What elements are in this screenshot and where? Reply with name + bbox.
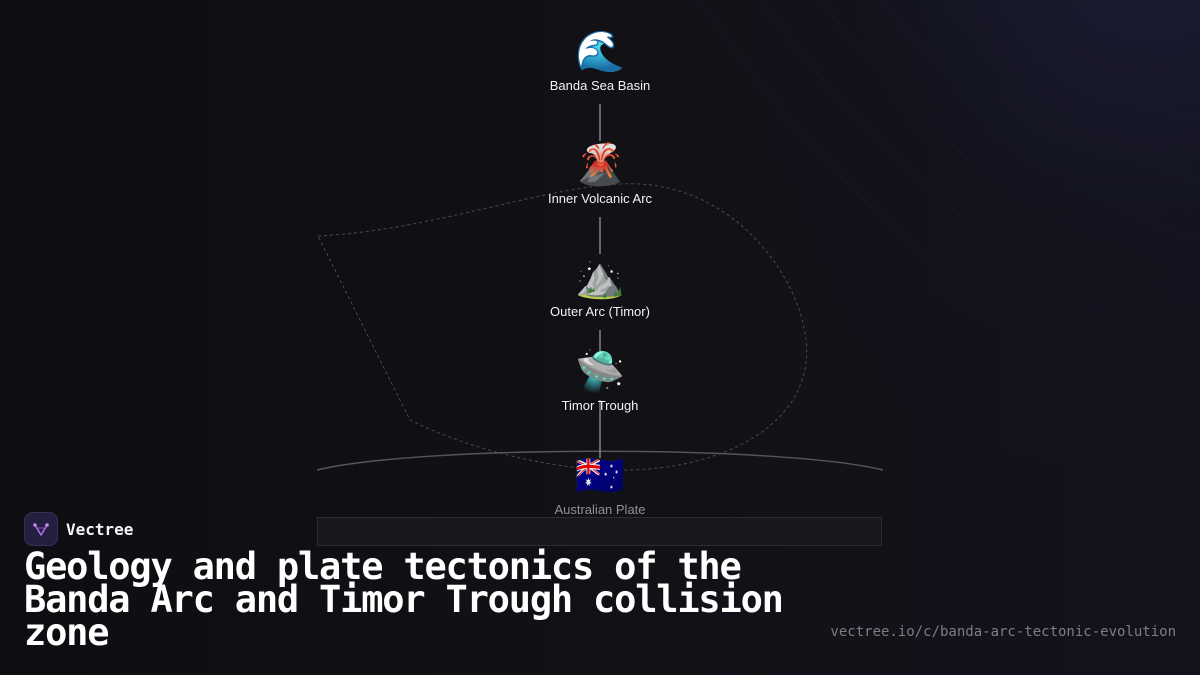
- page-title: Geology and plate tectonics of the Banda…: [24, 545, 784, 654]
- node-label: Australian Plate: [554, 502, 646, 517]
- node-label: Outer Arc (Timor): [550, 304, 650, 319]
- node-inner-volcanic-arc[interactable]: 🌋 Inner Volcanic Arc: [500, 141, 700, 206]
- vectree-logo-icon: [24, 512, 58, 546]
- node-label: Banda Sea Basin: [549, 78, 651, 93]
- outer-arc-timor-icon: ⛰️: [575, 255, 625, 301]
- source-url[interactable]: vectree.io/c/banda-arc-tectonic-evolutio…: [830, 624, 1176, 640]
- node-outer-arc-timor[interactable]: ⛰️ Outer Arc (Timor): [500, 254, 700, 319]
- node-banda-sea-basin[interactable]: 🌊 Banda Sea Basin: [500, 28, 700, 93]
- plate-bar: [317, 517, 882, 546]
- node-timor-trough[interactable]: 🛸 Timor Trough: [500, 348, 700, 413]
- node-australian-plate[interactable]: 🇦🇺 Australian Plate: [500, 452, 700, 517]
- australian-plate-icon: 🇦🇺: [575, 453, 625, 499]
- inner-volcanic-arc-icon: 🌋: [575, 142, 625, 188]
- brand[interactable]: Vectree: [24, 512, 133, 546]
- timor-trough-icon: 🛸: [575, 349, 625, 395]
- node-label: Inner Volcanic Arc: [547, 191, 653, 206]
- node-label: Timor Trough: [561, 398, 639, 413]
- brand-name: Vectree: [66, 519, 134, 539]
- dashed-region-outline: [317, 183, 808, 471]
- banda-sea-basin-icon: 🌊: [575, 29, 625, 75]
